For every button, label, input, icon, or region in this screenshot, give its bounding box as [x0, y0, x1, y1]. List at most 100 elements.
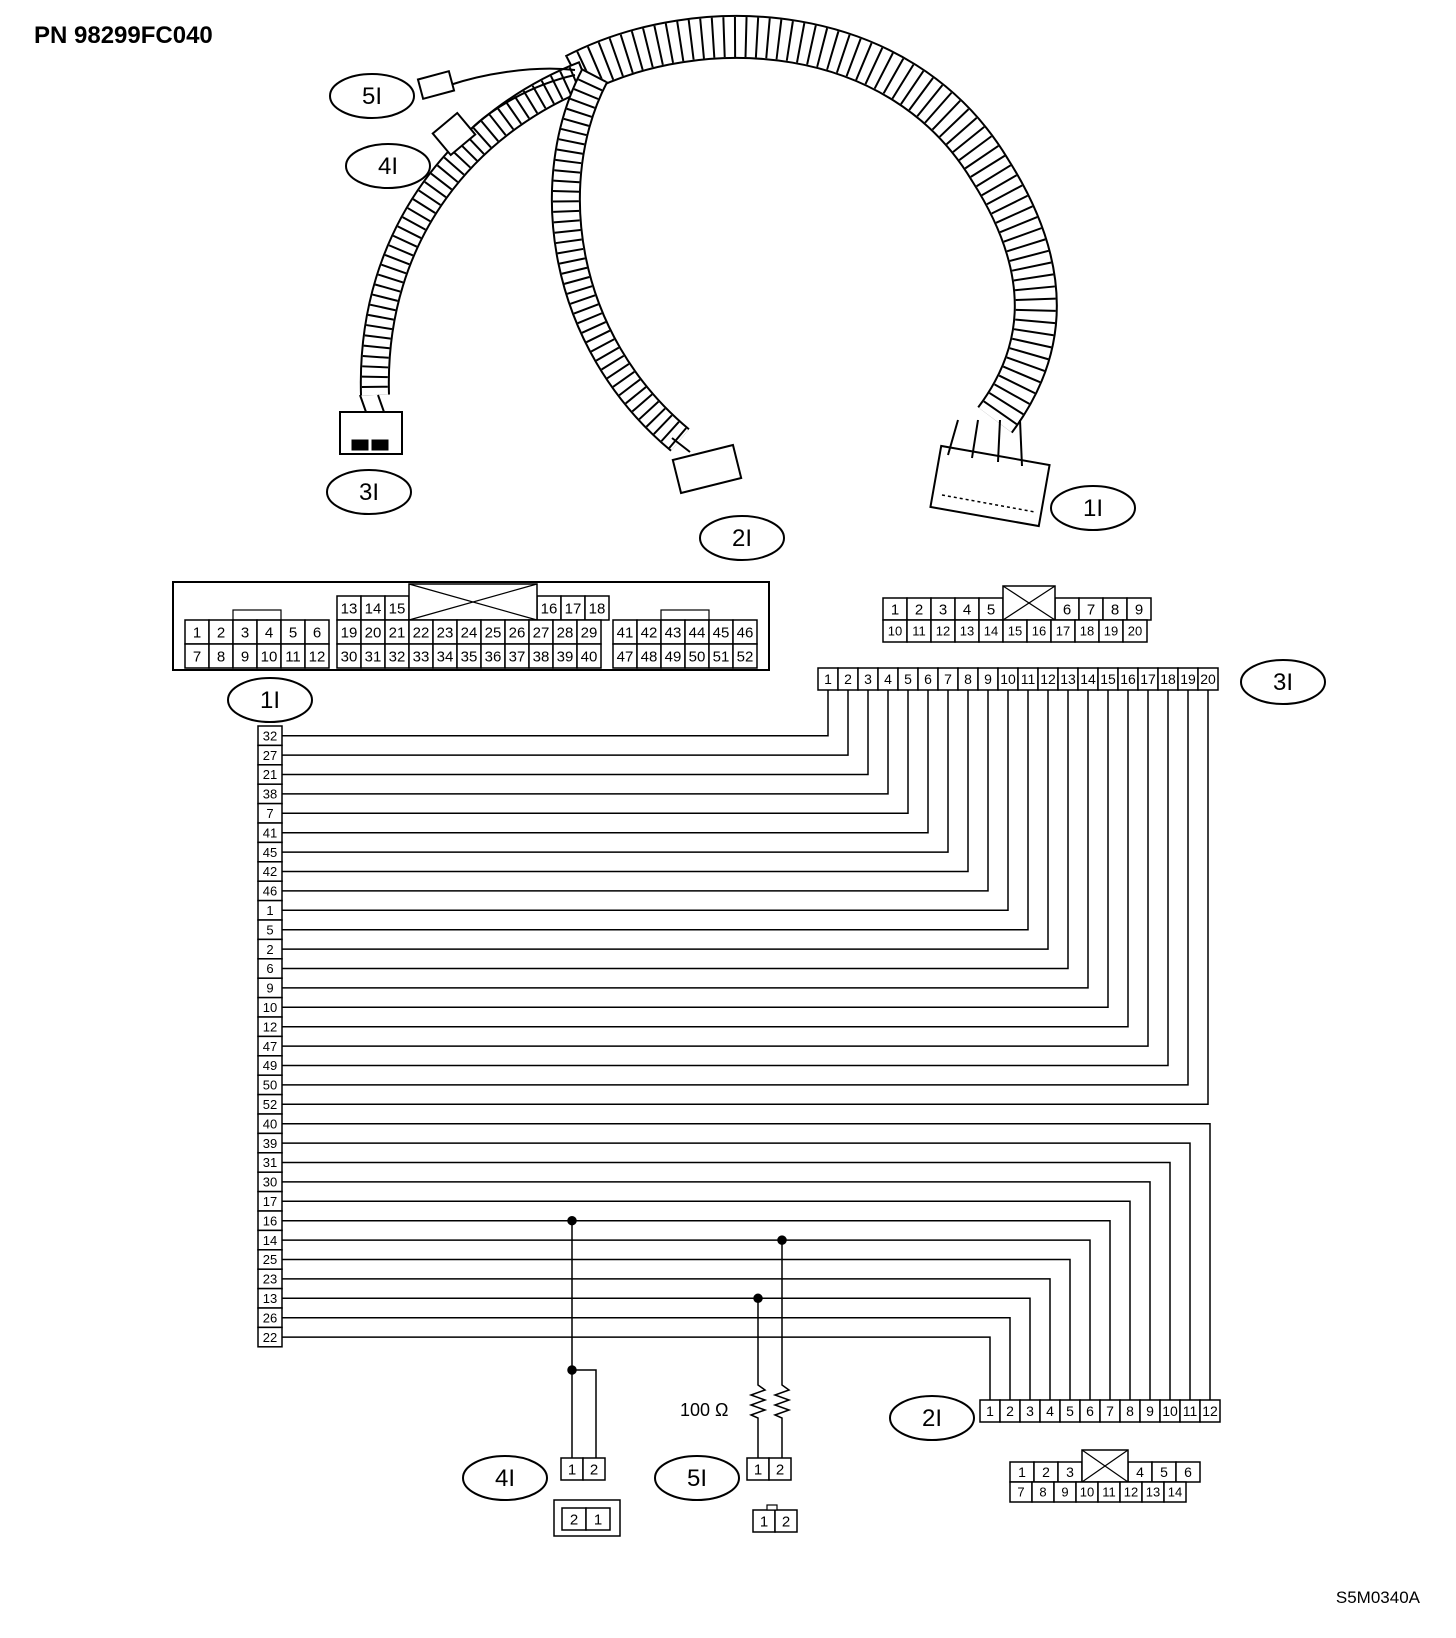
wire-to-c2-8 [282, 1200, 1131, 1400]
c4-face-pin-2: 2 [561, 1507, 587, 1531]
svg-text:10: 10 [1000, 671, 1016, 687]
svg-text:14: 14 [365, 600, 382, 617]
svg-text:1I: 1I [1083, 495, 1103, 522]
connector-3-callout: 3I [1240, 659, 1326, 705]
c1-strip-pin-47: 47 [257, 1035, 283, 1057]
part-number-title: PN 98299FC040 [34, 22, 213, 49]
svg-text:12: 12 [1040, 671, 1056, 687]
svg-text:4: 4 [265, 624, 273, 641]
svg-text:20: 20 [1128, 624, 1142, 639]
c3-face-pin-7: 7 [1078, 597, 1104, 621]
svg-text:40: 40 [581, 648, 598, 665]
c2-face-pin-12: 12 [1119, 1481, 1143, 1503]
svg-text:52: 52 [737, 648, 754, 665]
c4-face-pin-1: 1 [585, 1507, 611, 1531]
svg-text:48: 48 [641, 648, 658, 665]
c3-face-pin-6: 6 [1054, 597, 1080, 621]
wire-to-c2-9 [282, 1181, 1151, 1400]
svg-text:8: 8 [217, 648, 225, 665]
wire-to-c3-20 [282, 690, 1209, 1106]
wire-to-c3-6 [282, 690, 929, 834]
svg-text:36: 36 [485, 648, 502, 665]
c2-face-pin-10: 10 [1075, 1481, 1099, 1503]
svg-text:15: 15 [1008, 624, 1022, 639]
c1-pin-24: 24 [456, 619, 482, 645]
c1-strip-pin-22: 22 [257, 1326, 283, 1348]
svg-text:24: 24 [461, 624, 478, 641]
svg-text:45: 45 [263, 845, 277, 860]
svg-text:10: 10 [261, 648, 278, 665]
c2-face-pin-14: 14 [1163, 1481, 1187, 1503]
callout-3: 3I [326, 469, 412, 515]
svg-text:4: 4 [1046, 1403, 1054, 1419]
svg-text:17: 17 [263, 1194, 277, 1209]
c1-strip-pin-13: 13 [257, 1287, 283, 1309]
svg-text:15: 15 [389, 600, 406, 617]
c3-strip-pin-11: 11 [1017, 667, 1039, 691]
c3-strip-pin-14: 14 [1077, 667, 1099, 691]
svg-text:30: 30 [341, 648, 358, 665]
c1-strip-pin-42: 42 [257, 861, 283, 882]
svg-text:31: 31 [365, 648, 382, 665]
svg-text:12: 12 [936, 624, 950, 639]
svg-text:11: 11 [1021, 671, 1036, 687]
c1-strip-pin-23: 23 [257, 1268, 283, 1290]
wire-to-c3-19 [282, 690, 1189, 1086]
c2-face-pin-9: 9 [1053, 1481, 1077, 1503]
c3-strip-pin-20: 20 [1197, 667, 1219, 691]
c2-face-pin-1: 1 [1009, 1461, 1035, 1483]
svg-text:12: 12 [309, 648, 326, 665]
c5-strip-pin-2: 2 [768, 1457, 792, 1481]
c1-pin-13: 13 [336, 595, 362, 621]
svg-text:21: 21 [389, 624, 406, 641]
svg-text:8: 8 [964, 671, 972, 687]
svg-text:7: 7 [1087, 601, 1095, 618]
c1-pin-20: 20 [360, 619, 386, 645]
c3-face-pin-15: 15 [1002, 619, 1028, 643]
svg-text:39: 39 [557, 648, 574, 665]
svg-text:5: 5 [987, 601, 995, 618]
svg-text:2I: 2I [922, 1405, 942, 1432]
svg-text:11: 11 [1102, 1485, 1116, 1500]
svg-text:41: 41 [617, 624, 634, 641]
harness-illustration [339, 15, 1058, 528]
c3-face-pin-18: 18 [1074, 619, 1100, 643]
c1-strip-pin-45: 45 [257, 841, 283, 863]
c1-strip-pin-32: 32 [257, 725, 283, 747]
c1-pin-33: 33 [408, 643, 434, 669]
c3-face-pin-2: 2 [906, 597, 932, 621]
c3-face-pin-4: 4 [954, 597, 980, 621]
wire-to-c2-2 [282, 1316, 1011, 1400]
c1-pin-10: 10 [256, 643, 282, 669]
callout-4: 4I [345, 143, 431, 189]
c1-pin-51: 51 [708, 643, 734, 669]
svg-text:2: 2 [915, 601, 923, 618]
svg-text:5: 5 [1066, 1403, 1074, 1419]
wire-to-c3-2 [282, 690, 849, 756]
wire-to-c2-11 [282, 1142, 1191, 1400]
c1-pin-43: 43 [660, 619, 686, 645]
svg-text:20: 20 [365, 624, 382, 641]
svg-text:35: 35 [461, 648, 478, 665]
svg-text:9: 9 [1146, 1403, 1154, 1419]
c3-face-pin-20: 20 [1122, 619, 1148, 643]
wire-to-c3-10 [282, 690, 1009, 912]
svg-text:10: 10 [1162, 1403, 1178, 1419]
svg-text:34: 34 [437, 648, 454, 665]
c2-strip-pin-4: 4 [1039, 1399, 1061, 1423]
c3-face-pin-10: 10 [882, 619, 908, 643]
wire-to-c3-9 [282, 690, 989, 892]
c1-pin-50: 50 [684, 643, 710, 669]
svg-text:42: 42 [641, 624, 658, 641]
c1-pin-23: 23 [432, 619, 458, 645]
resistor-value-label: 100 Ω [680, 1400, 729, 1420]
c1-strip-pin-50: 50 [257, 1074, 283, 1096]
c2-face-pin-7: 7 [1009, 1481, 1033, 1503]
c1-pin-11: 11 [280, 643, 306, 669]
c3-face-pin-12: 12 [930, 619, 956, 643]
c1-pin-7: 7 [184, 643, 210, 669]
c2-strip-pin-10: 10 [1159, 1399, 1181, 1423]
